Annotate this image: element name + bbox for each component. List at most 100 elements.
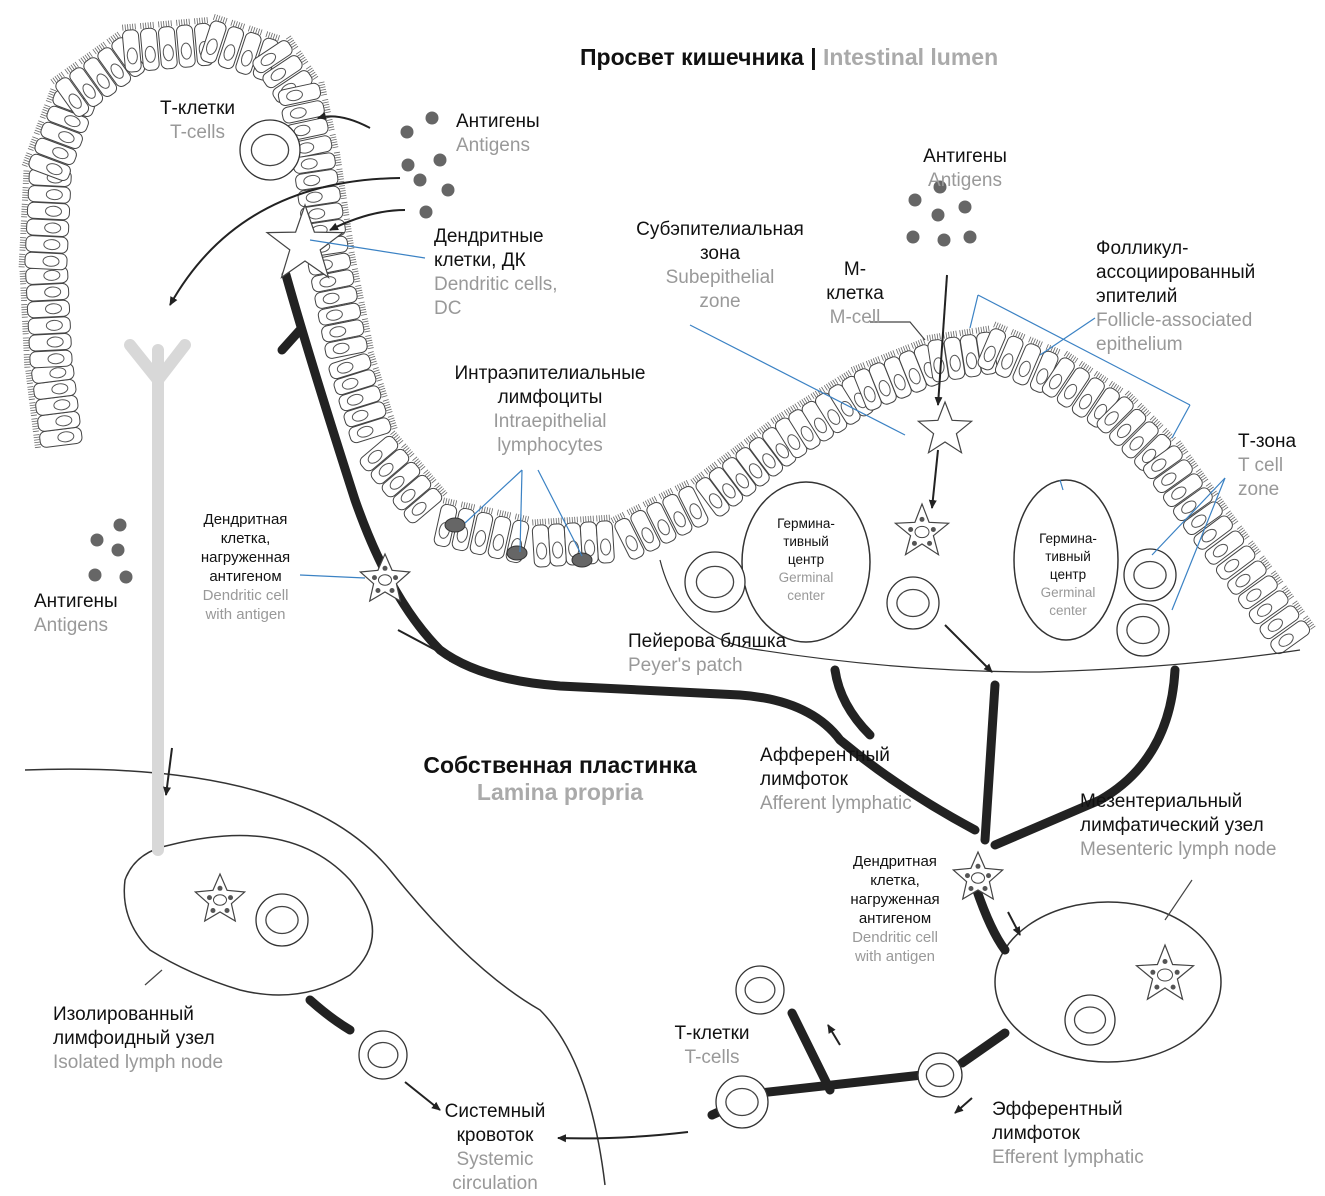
- label-antigens-mid: Антигены Antigens: [900, 145, 1030, 193]
- antigen-particle: [932, 209, 945, 222]
- label-follicle-epithelium: Фолликул- ассоциированный эпителий Folli…: [1096, 237, 1255, 357]
- enterocyte: [596, 515, 615, 564]
- antigen-dot: [383, 566, 388, 571]
- label-text: Дендритная: [830, 852, 960, 871]
- label-text: тивный: [1022, 548, 1114, 566]
- antigen-particle: [112, 544, 125, 557]
- label-text: Т-клетки: [150, 97, 245, 121]
- label-dc-antigen-left: Дендритная клетка, нагруженная антигеном…: [178, 510, 313, 624]
- enterocyte-nucleus: [43, 256, 59, 267]
- enterocyte-nucleus: [46, 320, 62, 331]
- label-text: zone: [1238, 478, 1296, 502]
- antigen-particle: [426, 112, 439, 125]
- antigen-dot: [965, 873, 970, 878]
- label-text: Эфферентный: [992, 1098, 1144, 1122]
- antigen-dot: [983, 886, 988, 891]
- label-text: антигеном: [830, 909, 960, 928]
- label-mesenteric: Мезентериальный лимфатический узел Mesen…: [1080, 790, 1276, 862]
- microvilli: [597, 515, 610, 522]
- antigen-particle: [959, 201, 972, 214]
- label-text: лимфатический узел: [1080, 814, 1276, 838]
- microvilli: [23, 171, 30, 184]
- label-text: center: [1022, 602, 1114, 620]
- intraepithelial-lymphocyte: [445, 518, 465, 532]
- enterocyte: [158, 20, 178, 69]
- label-text: Peyer's patch: [628, 654, 786, 678]
- label-text: лимфоциты: [430, 386, 670, 410]
- antigen-particle: [91, 534, 104, 547]
- antigen-particle: [402, 159, 415, 172]
- t-zone-cell-2-nucleus: [1127, 616, 1159, 643]
- label-text: ассоциированный: [1096, 261, 1255, 285]
- label-text: T-cells: [150, 121, 245, 145]
- label-dendritic-cells: Дендритные клетки, ДК Dendritic cells, D…: [434, 225, 558, 321]
- label-antigens-left: Антигены Antigens: [34, 590, 118, 638]
- antigen-particle: [114, 519, 127, 532]
- label-text: тивный: [760, 533, 852, 551]
- label-germinal-center-1: Гермина- тивный центр Germinal center: [760, 515, 852, 605]
- label-text: Т-клетки: [662, 1022, 762, 1046]
- antigen-dot: [1154, 985, 1159, 990]
- microvilli: [22, 188, 29, 201]
- label-text: Системный: [430, 1100, 560, 1124]
- m-cell-dendritic: [918, 402, 971, 453]
- t-cell-1-nucleus: [745, 978, 775, 1003]
- label-text: M-cell: [800, 306, 910, 330]
- page-title: Просвет кишечника | Intestinal lumen: [580, 44, 998, 71]
- antigen-dot: [1150, 970, 1155, 975]
- antigen-dot: [225, 908, 230, 913]
- label-text: центр: [760, 551, 852, 569]
- label-text: Antigens: [900, 169, 1030, 193]
- label-text: lymphocytes: [430, 434, 670, 458]
- microvilli: [19, 254, 26, 267]
- antigen-dot: [976, 864, 981, 869]
- title-en: Intestinal lumen: [823, 44, 998, 70]
- microvilli: [20, 271, 27, 284]
- enterocyte-nucleus: [47, 337, 63, 348]
- enterocyte: [22, 185, 71, 203]
- antigen-dot: [927, 541, 932, 546]
- label-text: клетка,: [178, 529, 313, 548]
- lamina-en: Lamina propria: [400, 779, 720, 806]
- antigen-dot: [1175, 970, 1180, 975]
- label-text: T-cells: [662, 1046, 762, 1070]
- label-text: клетки, ДК: [434, 249, 558, 273]
- dc-antigen-follicle-nucleus: [915, 526, 929, 537]
- label-text: зона: [615, 242, 825, 266]
- enterocyte: [20, 218, 69, 236]
- label-text: Intraepithelial: [430, 410, 670, 434]
- t-cell-villus-nucleus: [251, 134, 288, 165]
- lamina-ru: Собственная пластинка: [400, 752, 720, 779]
- label-isolated-node: Изолированный лимфоидный узел Isolated l…: [53, 1003, 223, 1075]
- enterocyte: [23, 333, 72, 351]
- label-text: Efferent lymphatic: [992, 1146, 1144, 1170]
- label-text: with antigen: [830, 947, 960, 966]
- antigen-dot: [986, 873, 991, 878]
- label-text: center: [760, 587, 852, 605]
- antigen-particle: [442, 184, 455, 197]
- microvilli: [21, 305, 28, 318]
- label-text: Afferent lymphatic: [760, 792, 912, 816]
- enterocyte-nucleus: [44, 287, 60, 298]
- antigen-particle: [414, 174, 427, 187]
- microvilli: [21, 204, 28, 217]
- dc-antigen-isolated-nucleus: [214, 895, 227, 905]
- antigen-dot: [931, 527, 936, 532]
- label-text: Дендритные: [434, 225, 558, 249]
- label-text: Т-зона: [1238, 430, 1296, 454]
- enterocyte: [20, 283, 69, 301]
- label-systemic: Системный кровоток Systemic circulation: [430, 1100, 560, 1196]
- enterocyte: [176, 19, 196, 68]
- microvilli: [19, 238, 26, 251]
- antigen-particle: [120, 571, 133, 584]
- intraepithelial-lymphocyte: [507, 546, 527, 560]
- label-text: Мезентериальный: [1080, 790, 1276, 814]
- lymphocyte-follicle-nucleus: [897, 589, 929, 616]
- label-text: DC: [434, 297, 558, 321]
- label-text: Systemic: [430, 1148, 560, 1172]
- label-text: Follicle-associated: [1096, 309, 1255, 333]
- antigen-particle: [938, 234, 951, 247]
- label-antigens-top: Антигены Antigens: [456, 110, 540, 158]
- antigen-dot: [920, 517, 925, 522]
- label-text: Antigens: [34, 614, 118, 638]
